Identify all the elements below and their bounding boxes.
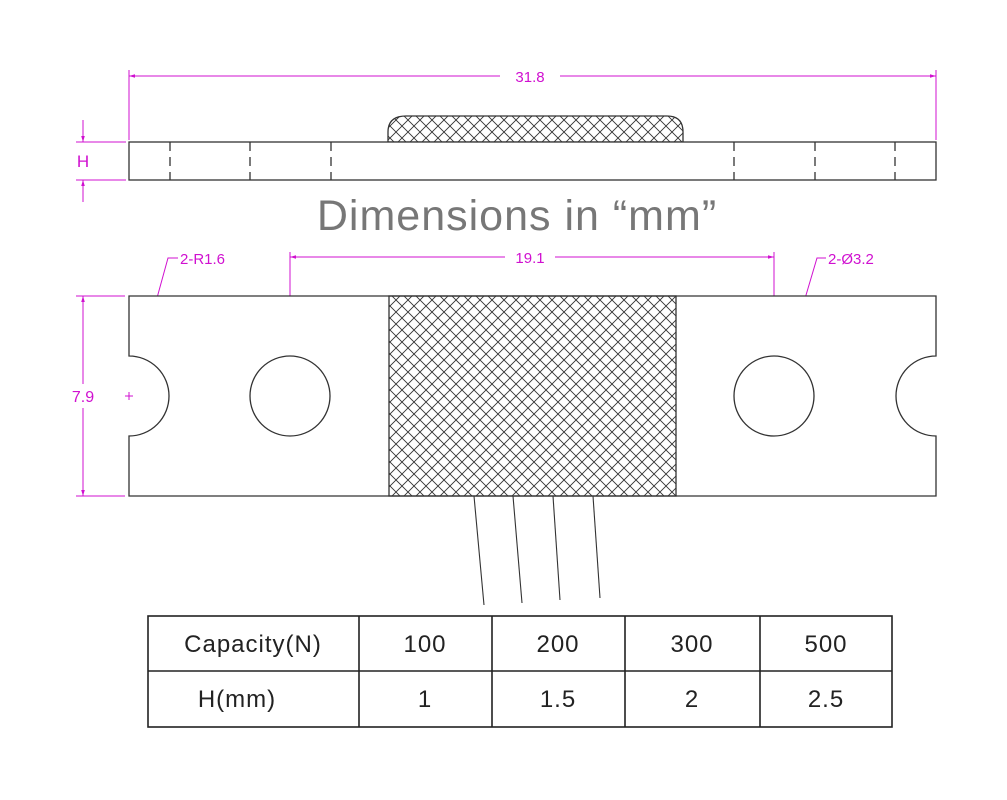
mount-hole-right — [733, 355, 815, 437]
hole-spacing-label: 19.1 — [515, 250, 544, 267]
table-cell: 2.5 — [808, 686, 844, 713]
notch-radius-label: 2-R1.6 — [180, 251, 225, 268]
plan-view — [128, 295, 937, 606]
table-row: H(mm) 1 1.5 2 2.5 — [198, 686, 844, 713]
table-row-label: H(mm) — [198, 686, 276, 713]
overall-length-label: 31.8 — [515, 69, 544, 86]
table-row: Capacity(N) 100 200 300 500 — [184, 631, 847, 658]
table-cell: 1 — [418, 686, 432, 713]
mount-hole-left — [249, 355, 331, 437]
hole-diameter-label: 2-Ø3.2 — [828, 251, 874, 268]
table-cell: 1.5 — [540, 686, 576, 713]
drawing-title: Dimensions in “mm” — [317, 192, 717, 240]
width-label: 7.9 — [72, 389, 94, 406]
lead-wires — [473, 495, 601, 606]
sensor-bump — [387, 115, 684, 143]
side-body — [128, 141, 937, 181]
table-cell: 200 — [536, 631, 579, 658]
table-cell: 2 — [685, 686, 699, 713]
dimension-lines — [76, 70, 937, 497]
table-cell: 300 — [670, 631, 713, 658]
height-label: H — [77, 152, 89, 171]
spec-table — [147, 615, 893, 728]
table-cell: 500 — [804, 631, 847, 658]
table-row-label: Capacity(N) — [184, 631, 322, 658]
sensor-area — [388, 295, 677, 497]
table-cell: 100 — [403, 631, 446, 658]
side-view — [128, 115, 937, 181]
